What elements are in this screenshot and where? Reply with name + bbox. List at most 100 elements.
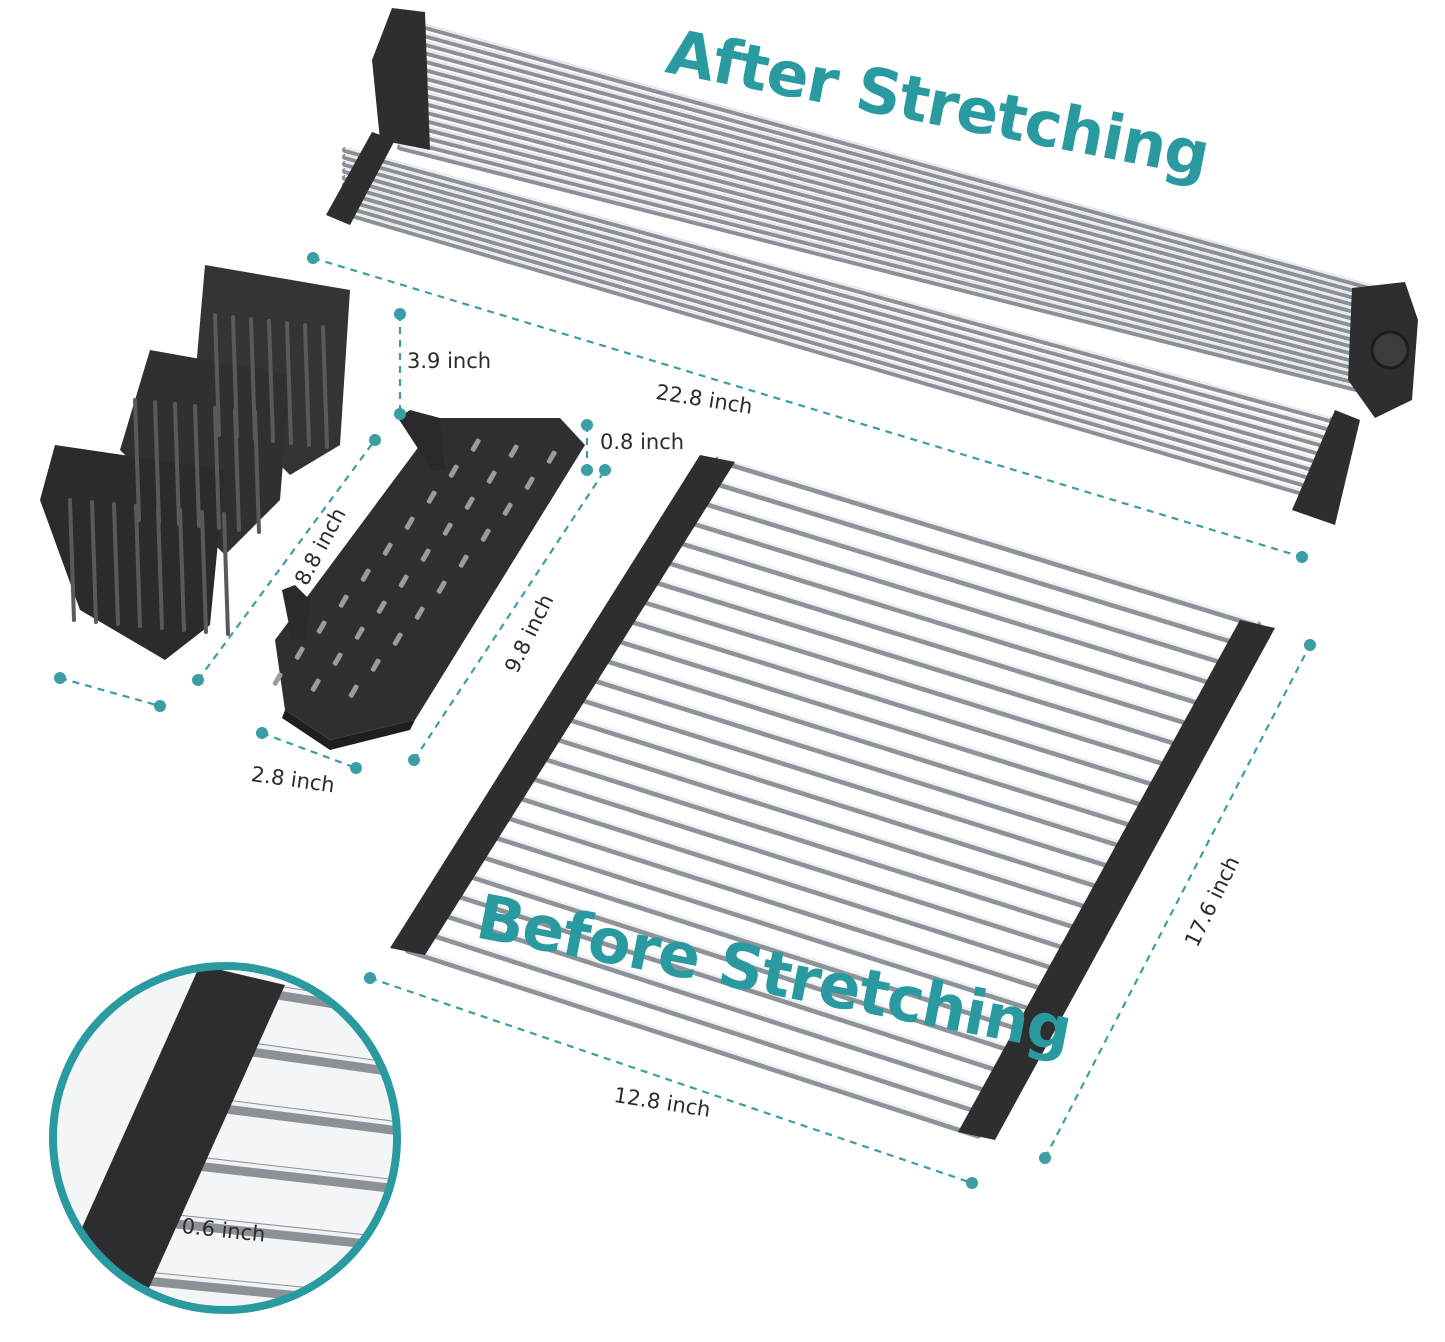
- drain-hole: [414, 606, 425, 620]
- flat-rack-rod-highlight: [655, 554, 1203, 726]
- flat-rack-rod-highlight: [593, 652, 1147, 828]
- flat-rack-rod: [516, 770, 1083, 955]
- drain-hole: [338, 594, 349, 608]
- rolled-rack: [326, 8, 1418, 525]
- drain-hole: [294, 646, 305, 660]
- flat-rack-rod-highlight: [531, 750, 1091, 930]
- rolled-rack-rod: [397, 144, 1383, 398]
- rolled-rack-rod: [342, 189, 1333, 477]
- dimension-guide-dot: [581, 419, 593, 431]
- flat-rack-rod-highlight: [668, 534, 1214, 706]
- rolled-rack-rod-highlight: [399, 59, 1381, 324]
- rolled-rack-rod-highlight: [399, 17, 1381, 289]
- drain-hole: [348, 684, 359, 698]
- dimension-guides: [59, 256, 1311, 1185]
- flat-rack-rod: [590, 652, 1150, 833]
- rolled-rack-left-cap: [372, 8, 430, 150]
- basket-slot: [178, 508, 186, 632]
- drain-hole: [420, 548, 431, 562]
- sponge-tray-body: [275, 418, 585, 740]
- flat-rack-rod-highlight: [519, 769, 1080, 951]
- rolled-rack-rod-highlight: [399, 51, 1381, 317]
- drain-hole: [442, 522, 453, 536]
- rolled-rack-rod: [397, 76, 1383, 342]
- rolled-rack-rod: [397, 59, 1383, 328]
- drain-hole: [392, 632, 403, 646]
- drain-hole: [354, 626, 365, 640]
- flat-rack-rod-highlight: [444, 887, 1012, 1073]
- flat-rack-rod: [664, 534, 1217, 711]
- rolled-rack-rod-highlight: [344, 203, 1331, 491]
- rolled-rack-rod: [397, 42, 1383, 314]
- rolled-rack-rod-highlight: [344, 210, 1331, 500]
- rolled-rack-rod: [397, 85, 1383, 349]
- rolled-rack-rod: [342, 161, 1333, 441]
- rolled-rack-rod: [342, 210, 1333, 504]
- basket-slot: [222, 512, 230, 636]
- flat-rack-rod: [640, 574, 1195, 751]
- rolled-rack-rod-highlight: [399, 76, 1381, 338]
- dimension-guide-dot: [394, 308, 406, 320]
- flat-rack-rod-highlight: [705, 475, 1248, 645]
- flat-rack-rod-highlight: [420, 926, 990, 1114]
- drain-hole: [524, 476, 535, 490]
- rolled-rack-rod-highlight: [399, 136, 1381, 387]
- rolled-rack-rod-highlight: [399, 93, 1381, 352]
- flat-rack-rod: [441, 887, 1016, 1078]
- flat-rack-rod-highlight: [581, 671, 1136, 849]
- rolled-rack-rod-highlight: [399, 34, 1381, 303]
- dimension-guide-dot: [350, 762, 362, 774]
- rolled-rack-rod-highlight: [344, 168, 1331, 446]
- rolled-rack-rod: [397, 110, 1383, 370]
- basket-slot: [133, 398, 141, 522]
- sponge-tray: [272, 410, 585, 750]
- dimension-guide-dot: [364, 972, 376, 984]
- flat-rack-rod: [540, 730, 1105, 915]
- dimension-guide-dot: [1039, 1152, 1051, 1164]
- rolled-rack-rod: [342, 147, 1333, 423]
- dimension-guide-dot: [154, 700, 166, 712]
- rolled-rack-left-strip: [326, 132, 395, 225]
- flat-rack-rod: [627, 593, 1184, 772]
- flat-rack-rod-highlight: [407, 946, 979, 1134]
- dimension-guide-dot: [599, 464, 611, 476]
- flat-rack-rod-highlight: [482, 828, 1046, 1012]
- zoom-detail-ring: [49, 962, 401, 1314]
- tray-depth-label: 0.8 inch: [600, 430, 685, 454]
- rolled-rack-rod-highlight: [344, 147, 1331, 419]
- drain-hole: [508, 444, 519, 458]
- rolled-rack-rod-highlight: [399, 85, 1381, 345]
- rolled-rack-rod: [397, 136, 1383, 391]
- dimension-guide-dot: [581, 464, 593, 476]
- basket-slot: [156, 506, 164, 630]
- flat-rack-rod: [429, 907, 1004, 1098]
- drain-hole: [486, 470, 497, 484]
- dimension-guide-line: [1044, 644, 1311, 1159]
- dimension-guide-dot: [307, 252, 319, 264]
- drain-hole: [272, 672, 283, 686]
- drain-hole: [332, 652, 343, 666]
- flat-rack-right-strip: [958, 620, 1275, 1140]
- sponge-tray-hook-bottom: [282, 585, 310, 640]
- rolled-rack-rod-highlight: [399, 144, 1381, 394]
- flat-rack-rod: [416, 926, 993, 1119]
- drain-hole: [316, 620, 327, 634]
- rolled-rack-rod-highlight: [344, 189, 1331, 473]
- sponge-tray-drain-holes: [272, 438, 557, 698]
- dimension-guide-dot: [1304, 639, 1316, 651]
- utensil-basket-holder: [40, 265, 350, 660]
- flat-rack-rod: [478, 828, 1049, 1017]
- flat-rack-rod: [677, 515, 1228, 690]
- flat-rack-rod-highlight: [717, 456, 1259, 624]
- flat-rack-rod: [602, 632, 1161, 813]
- basket-slot: [267, 319, 275, 443]
- drain-hole: [458, 554, 469, 568]
- rolled-rack-rod: [342, 203, 1333, 495]
- basket-slot: [68, 498, 76, 622]
- drain-hole: [310, 678, 321, 692]
- rolled-rack-rod: [397, 93, 1383, 356]
- basket-slot: [173, 402, 181, 526]
- flat-rack-rod: [714, 456, 1262, 629]
- rolled-rack-rods: [342, 17, 1383, 504]
- rolled-rack-rod: [342, 175, 1333, 459]
